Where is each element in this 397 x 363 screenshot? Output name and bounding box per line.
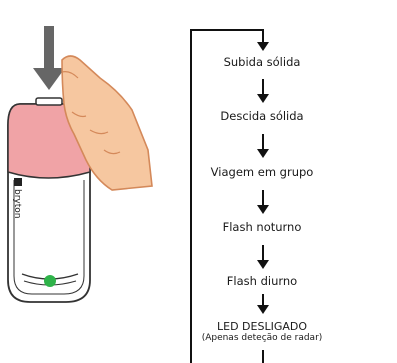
- mode-step-label: LED DESLIGADO: [217, 320, 307, 333]
- power-button: [35, 97, 63, 106]
- press-down-arrow: [33, 26, 65, 90]
- brand-label: bryton: [12, 189, 22, 218]
- device-illustration: bryton: [7, 26, 153, 303]
- pressing-hand: [61, 55, 153, 191]
- mode-step-note: (Apenas deteção de radar): [201, 333, 323, 343]
- loop-back-line: [190, 29, 264, 363]
- down-arrow-icon: [257, 294, 269, 314]
- down-arrow-icon: [257, 190, 269, 214]
- down-arrow-icon: [257, 245, 269, 269]
- arrow-icon: [257, 42, 269, 51]
- down-arrow-icon: [257, 134, 269, 158]
- led-indicator: [44, 275, 56, 287]
- bryton-logo-icon: [14, 178, 22, 186]
- down-arrow-icon: [257, 79, 269, 103]
- mode-step-label: Descida sólida: [220, 109, 304, 123]
- mode-step-label: Subida sólida: [223, 55, 301, 69]
- mode-step-label: Flash diurno: [226, 274, 298, 288]
- mode-step-label: Flash noturno: [222, 220, 302, 234]
- mode-step-label: Viagem em grupo: [210, 165, 314, 179]
- bryton-device: bryton: [7, 97, 91, 303]
